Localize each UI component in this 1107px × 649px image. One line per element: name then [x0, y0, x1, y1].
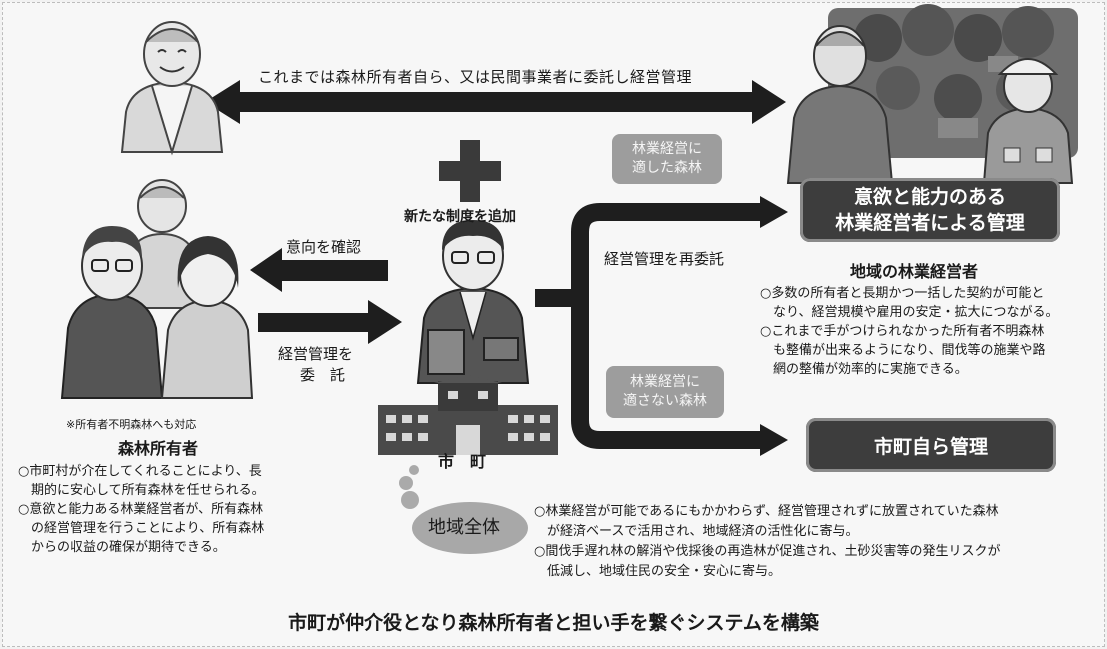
- consign-label-line1: 経営管理を: [278, 345, 354, 363]
- branch-arrow-top: [760, 196, 788, 228]
- bubble-1: [409, 465, 419, 475]
- banner-bottom-label: 市町自ら管理: [873, 435, 988, 458]
- owners-group-illustration: [60, 179, 254, 399]
- region-bullet: ○林業経営が可能であるにもかかわらず、経営管理されずに放置されていた森林: [534, 504, 999, 519]
- forester-bullet: ○多数の所有者と長期かつ一括した契約が可能と: [760, 286, 1045, 301]
- forester-bullet: なり、経営規模や雇用の安定・拡大につながる。: [760, 305, 1059, 320]
- owner-note: ※所有者不明森林へも対応: [66, 418, 197, 431]
- forester-title: 地域の林業経営者: [850, 262, 979, 281]
- footer-title: 市町が仲介役となり森林所有者と担い手を繋ぐシステムを構築: [288, 612, 819, 634]
- connector-stub: [535, 289, 580, 307]
- owner-title: 森林所有者: [118, 439, 199, 458]
- region-bullet: が経済ベースで活用され、地域経済の活性化に寄与。: [534, 524, 859, 539]
- owner-bullets: ○市町村が介在してくれることにより、長 期的に安心して所有森林を任せられる。 ○…: [18, 462, 265, 557]
- region-bullets: ○林業経営が可能であるにもかかわらず、経営管理されずに放置されていた森林 が経済…: [534, 502, 1000, 582]
- region-bullet: 低減し、地域住民の安全・安心に寄与。: [534, 564, 782, 579]
- tag-unsuitable-line2: 適さない森林: [623, 393, 707, 409]
- forester-bullet: ○これまで手がつけられなかった所有者不明森林: [760, 324, 1045, 339]
- forester-bullet: も整備が出来るようになり、間伐等の施業や路: [760, 343, 1046, 358]
- plus-horizontal: [439, 161, 501, 181]
- consign-arrow: [258, 300, 402, 344]
- top-double-arrow: [205, 80, 786, 124]
- top-arrow-label: これまでは森林所有者自ら、又は民間事業者に委託し経営管理: [258, 68, 693, 86]
- banner-top-line2: 林業経営者による管理: [835, 212, 1025, 234]
- new-system-label: 新たな制度を追加: [404, 209, 516, 225]
- tag-unsuitable-line1: 林業経営に: [630, 374, 700, 390]
- forester-bullet: 網の整備が効率的に実施できる。: [760, 362, 968, 377]
- confirm-intent-label: 意向を確認: [286, 238, 362, 256]
- banner-city-self-manage: 市町自ら管理: [806, 418, 1056, 472]
- bubble-3: [401, 491, 419, 509]
- confirm-intent-arrow: [250, 248, 388, 292]
- region-ellipse: [412, 502, 528, 554]
- forester-illustration: [786, 4, 1078, 184]
- tag-suitable-line1: 林業経営に: [632, 141, 702, 157]
- tag-suitable-line2: 適した森林: [632, 160, 702, 176]
- owner-bullet: からの収益の確保が期待できる。: [18, 540, 226, 555]
- consign-label-line2: 委 託: [300, 366, 346, 384]
- region-bullet: ○間伐手遅れ林の解消や伐採後の再造林が促進され、土砂災害等の発生リスクが: [534, 544, 1001, 559]
- tag-unsuitable-forest: 林業経営に適さない森林: [606, 366, 724, 418]
- city-hall-building: [378, 375, 558, 455]
- banner-top-line1: 意欲と能力のある: [853, 186, 1006, 208]
- reconsign-label: 経営管理を再委託: [604, 250, 725, 268]
- branch-arrow-bottom: [760, 424, 788, 456]
- owner-bullet: の経営管理を行うことにより、所有森林: [18, 521, 265, 536]
- elder-owner-illustration: [120, 21, 224, 156]
- banner-capable-forester: 意欲と能力のある林業経営者による管理: [800, 178, 1060, 242]
- city-official-illustration: [416, 220, 530, 384]
- branch-curve: [571, 203, 762, 449]
- forester-bullets: ○多数の所有者と長期かつ一括した契約が可能と なり、経営規模や雇用の安定・拡大に…: [760, 284, 1058, 379]
- owner-bullet: 期的に安心して所有森林を任せられる。: [18, 483, 265, 498]
- city-label: 市 町: [438, 452, 487, 471]
- bubble-2: [399, 476, 413, 490]
- owner-bullet: ○意欲と能力ある林業経営者が、所有森林: [18, 502, 264, 517]
- tag-suitable-forest: 林業経営に適した森林: [612, 134, 722, 184]
- owner-bullet: ○市町村が介在してくれることにより、長: [18, 464, 262, 479]
- region-label: 地域全体: [428, 517, 500, 538]
